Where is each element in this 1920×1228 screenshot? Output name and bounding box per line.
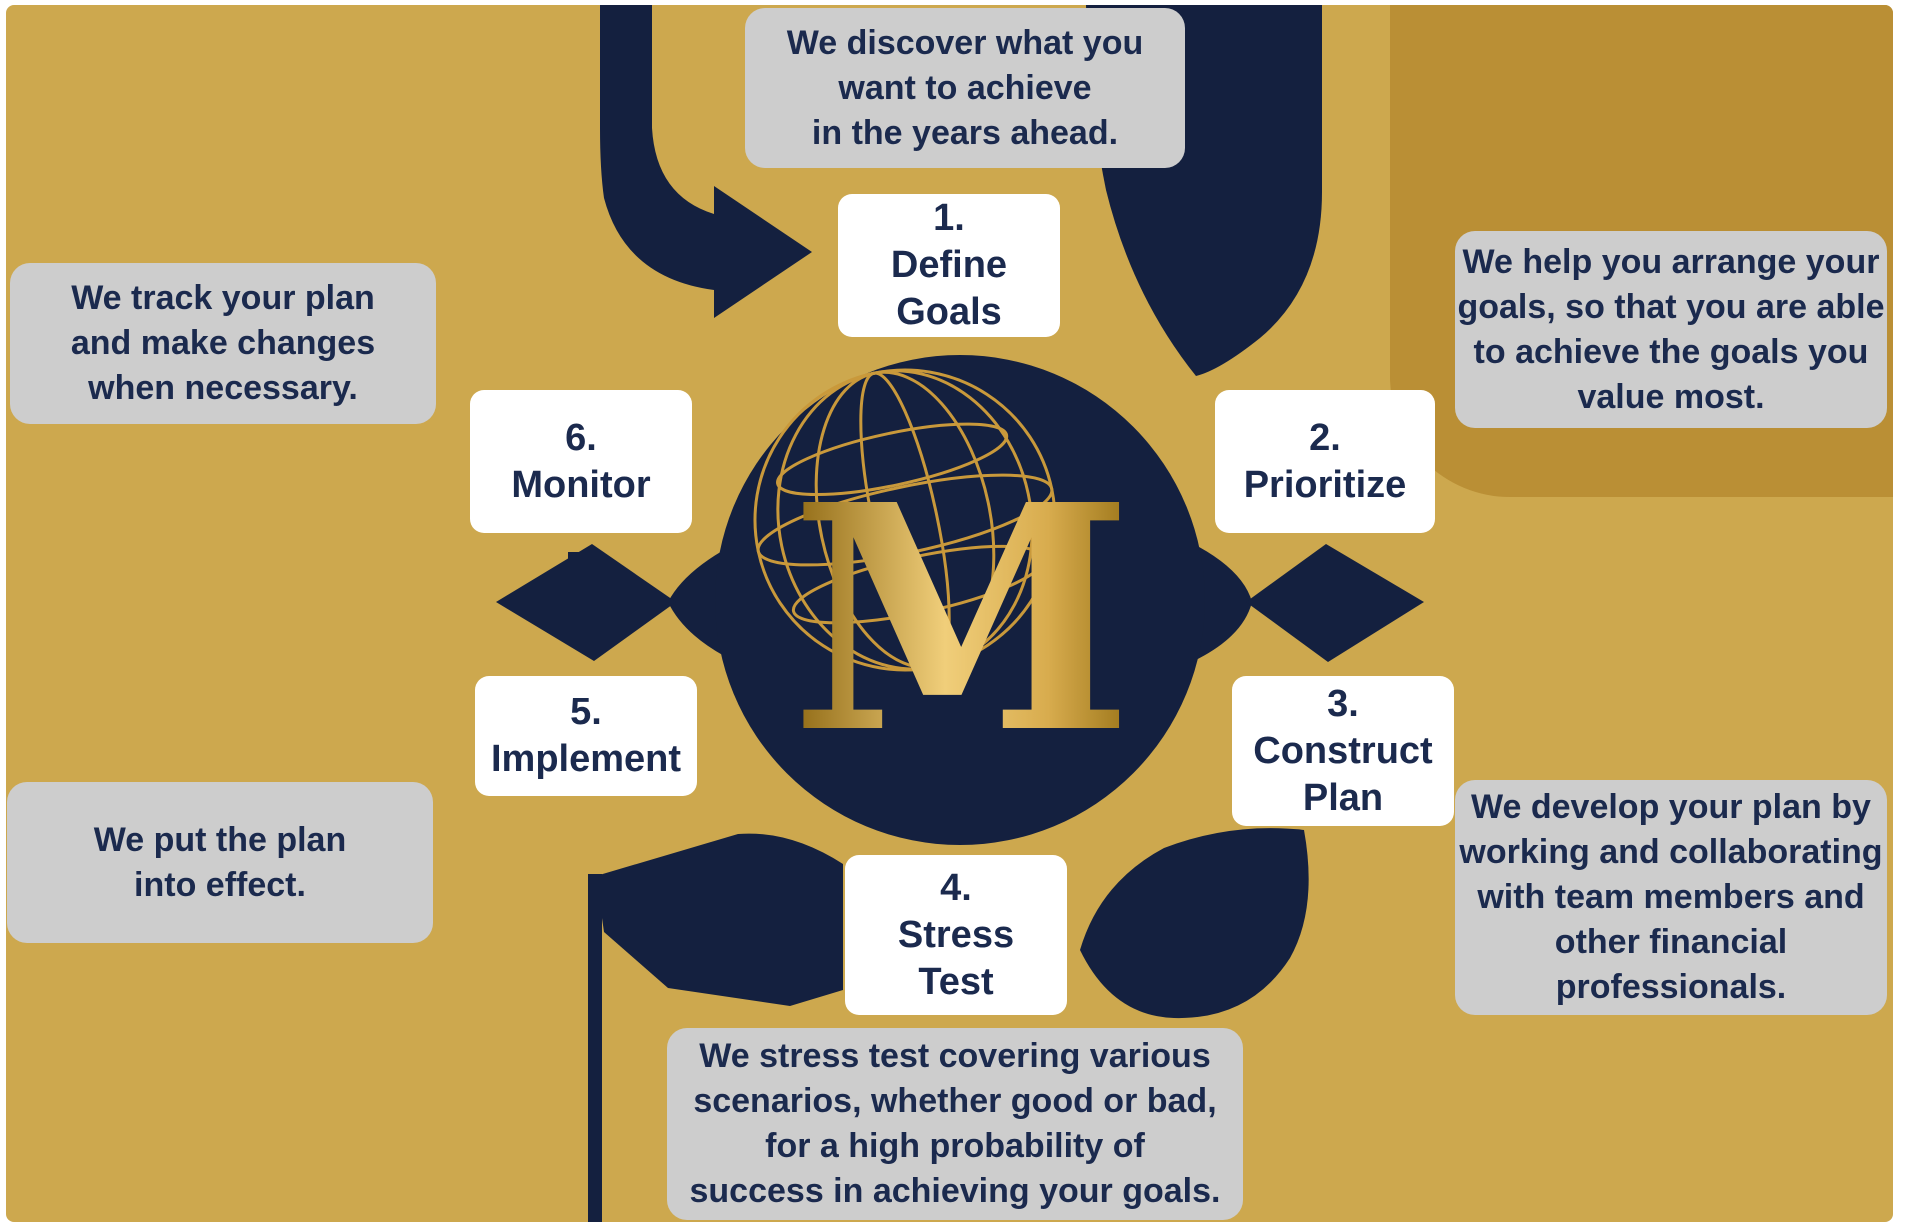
description-box-prioritize: We help you arrange your goals, so that … xyxy=(1455,231,1887,428)
description-text: We discover what you want to achieve in … xyxy=(786,23,1144,152)
description-text: We help you arrange your goals, so that … xyxy=(1457,242,1885,416)
step-box-3-construct-plan: 3. Construct Plan xyxy=(1232,676,1454,826)
step-label: 2. Prioritize xyxy=(1243,416,1407,506)
arrow-implement-to-monitor-head xyxy=(496,544,676,661)
arrow-stress-to-implement xyxy=(596,833,843,1006)
description-box-monitor: We track your plan and make changes when… xyxy=(10,263,436,424)
globe-icon xyxy=(753,368,1057,672)
step-box-2-prioritize: 2. Prioritize xyxy=(1215,390,1435,533)
description-box-define-goals: We discover what you want to achieve in … xyxy=(745,8,1185,168)
center-circle xyxy=(715,355,1205,845)
description-text: We track your plan and make changes when… xyxy=(70,279,376,407)
step-box-4-stress-test: 4. Stress Test xyxy=(845,855,1067,1015)
step-label: 3. Construct Plan xyxy=(1253,682,1433,819)
step-label: 4. Stress Test xyxy=(897,866,1015,1003)
step-box-5-implement: 5. Implement xyxy=(475,676,697,796)
small-square-accent xyxy=(568,552,580,564)
arrow-monitor-to-define xyxy=(600,5,812,318)
step-label: 6. Monitor xyxy=(511,416,651,506)
step-box-6-monitor: 6. Monitor xyxy=(470,390,692,533)
step-box-1-define-goals: 1. Define Goals xyxy=(838,194,1060,337)
step-label: 1. Define Goals xyxy=(890,197,1008,333)
description-text: We put the plan into effect. xyxy=(93,820,347,904)
description-text: We stress test covering various scenario… xyxy=(689,1037,1221,1210)
arrow-prioritize-to-construct-head xyxy=(1246,544,1424,662)
description-box-stress-test: We stress test covering various scenario… xyxy=(667,1028,1243,1220)
description-box-implement: We put the plan into effect. xyxy=(7,782,433,943)
arrow-construct-to-stress xyxy=(1080,828,1309,1019)
description-box-construct-plan: We develop your plan by working and coll… xyxy=(1455,780,1887,1015)
process-ring-graphic: M xyxy=(496,5,1424,1222)
arrow-bleed-line-bottom xyxy=(588,874,602,1222)
description-text: We develop your plan by working and coll… xyxy=(1459,788,1883,1006)
step-label: 5. Implement xyxy=(490,691,682,780)
logo-letter-m: M xyxy=(790,438,1133,802)
